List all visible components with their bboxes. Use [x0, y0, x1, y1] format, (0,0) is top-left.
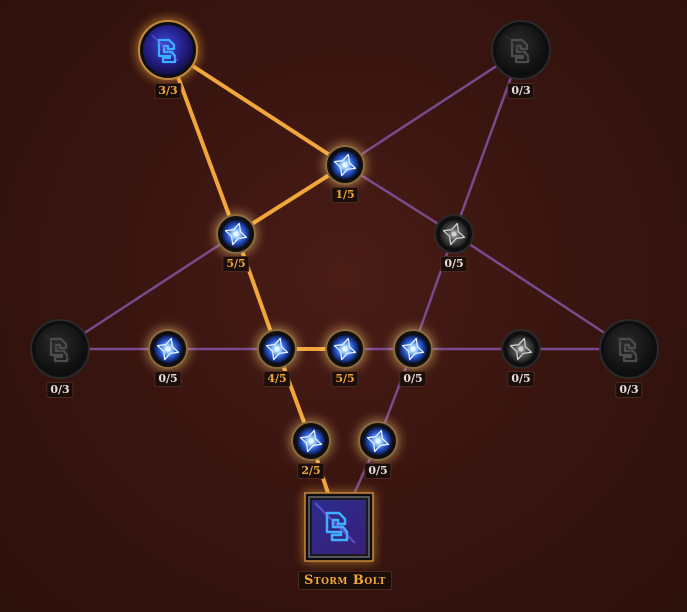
skill-node-upper-left[interactable]	[214, 212, 258, 256]
spark-icon	[297, 427, 325, 455]
spark-icon	[440, 220, 468, 248]
skill-node-low-left[interactable]	[289, 419, 333, 463]
rune-icon	[151, 34, 179, 64]
edge-upper-right-to-major-mid-right	[452, 232, 631, 351]
rank-label-major-top-left: 3/3	[154, 83, 182, 99]
spark-icon	[331, 151, 359, 179]
storm-bolt-icon	[314, 502, 356, 544]
rank-label-upper-right: 0/5	[440, 256, 468, 272]
rank-label-mid-c: 5/5	[331, 371, 359, 387]
skill-node-major-top-left[interactable]	[136, 18, 200, 82]
rank-label-major-mid-left: 0/3	[46, 382, 74, 398]
skill-title: Storm Bolt	[297, 571, 393, 590]
spark-icon	[507, 335, 535, 363]
rank-label-major-mid-right: 0/3	[615, 382, 643, 398]
skill-node-major-mid-left[interactable]	[30, 319, 90, 379]
skill-node-mid-e[interactable]	[501, 329, 541, 369]
rune-icon	[612, 333, 640, 363]
rank-label-top-center: 1/5	[331, 187, 359, 203]
rank-label-low-left: 2/5	[297, 463, 325, 479]
spark-icon	[154, 335, 182, 363]
rank-label-mid-b: 4/5	[263, 371, 291, 387]
rank-label-mid-a: 0/5	[154, 371, 182, 387]
skill-node-major-mid-right[interactable]	[599, 319, 659, 379]
skill-node-mid-a[interactable]	[146, 327, 190, 371]
skill-node-top-center[interactable]	[323, 143, 367, 187]
edge-upper-left-to-major-mid-left	[58, 232, 238, 351]
skill-node-mid-b[interactable]	[255, 327, 299, 371]
storm-bolt-skill-node[interactable]	[303, 491, 375, 563]
edge-major-top-left-to-upper-left	[166, 48, 238, 236]
rank-label-low-right: 0/5	[364, 463, 392, 479]
spark-icon	[364, 427, 392, 455]
skill-node-mid-c[interactable]	[323, 327, 367, 371]
rank-label-major-top-right: 0/3	[507, 83, 535, 99]
rank-label-mid-e: 0/5	[507, 371, 535, 387]
spark-icon	[263, 335, 291, 363]
edge-major-top-left-to-top-center	[166, 48, 347, 167]
rank-label-mid-d: 0/5	[399, 371, 427, 387]
edge-top-center-to-major-top-right	[343, 48, 523, 167]
spark-icon	[222, 220, 250, 248]
rank-label-upper-left: 5/5	[222, 256, 250, 272]
skill-node-major-top-right[interactable]	[491, 20, 551, 80]
skill-node-mid-d[interactable]	[391, 327, 435, 371]
spark-icon	[399, 335, 427, 363]
spark-icon	[331, 335, 359, 363]
edge-major-top-right-to-upper-right	[452, 48, 523, 236]
rune-icon	[504, 34, 532, 64]
rune-icon	[43, 333, 71, 363]
skill-node-low-right[interactable]	[356, 419, 400, 463]
skill-node-upper-right[interactable]	[434, 214, 474, 254]
